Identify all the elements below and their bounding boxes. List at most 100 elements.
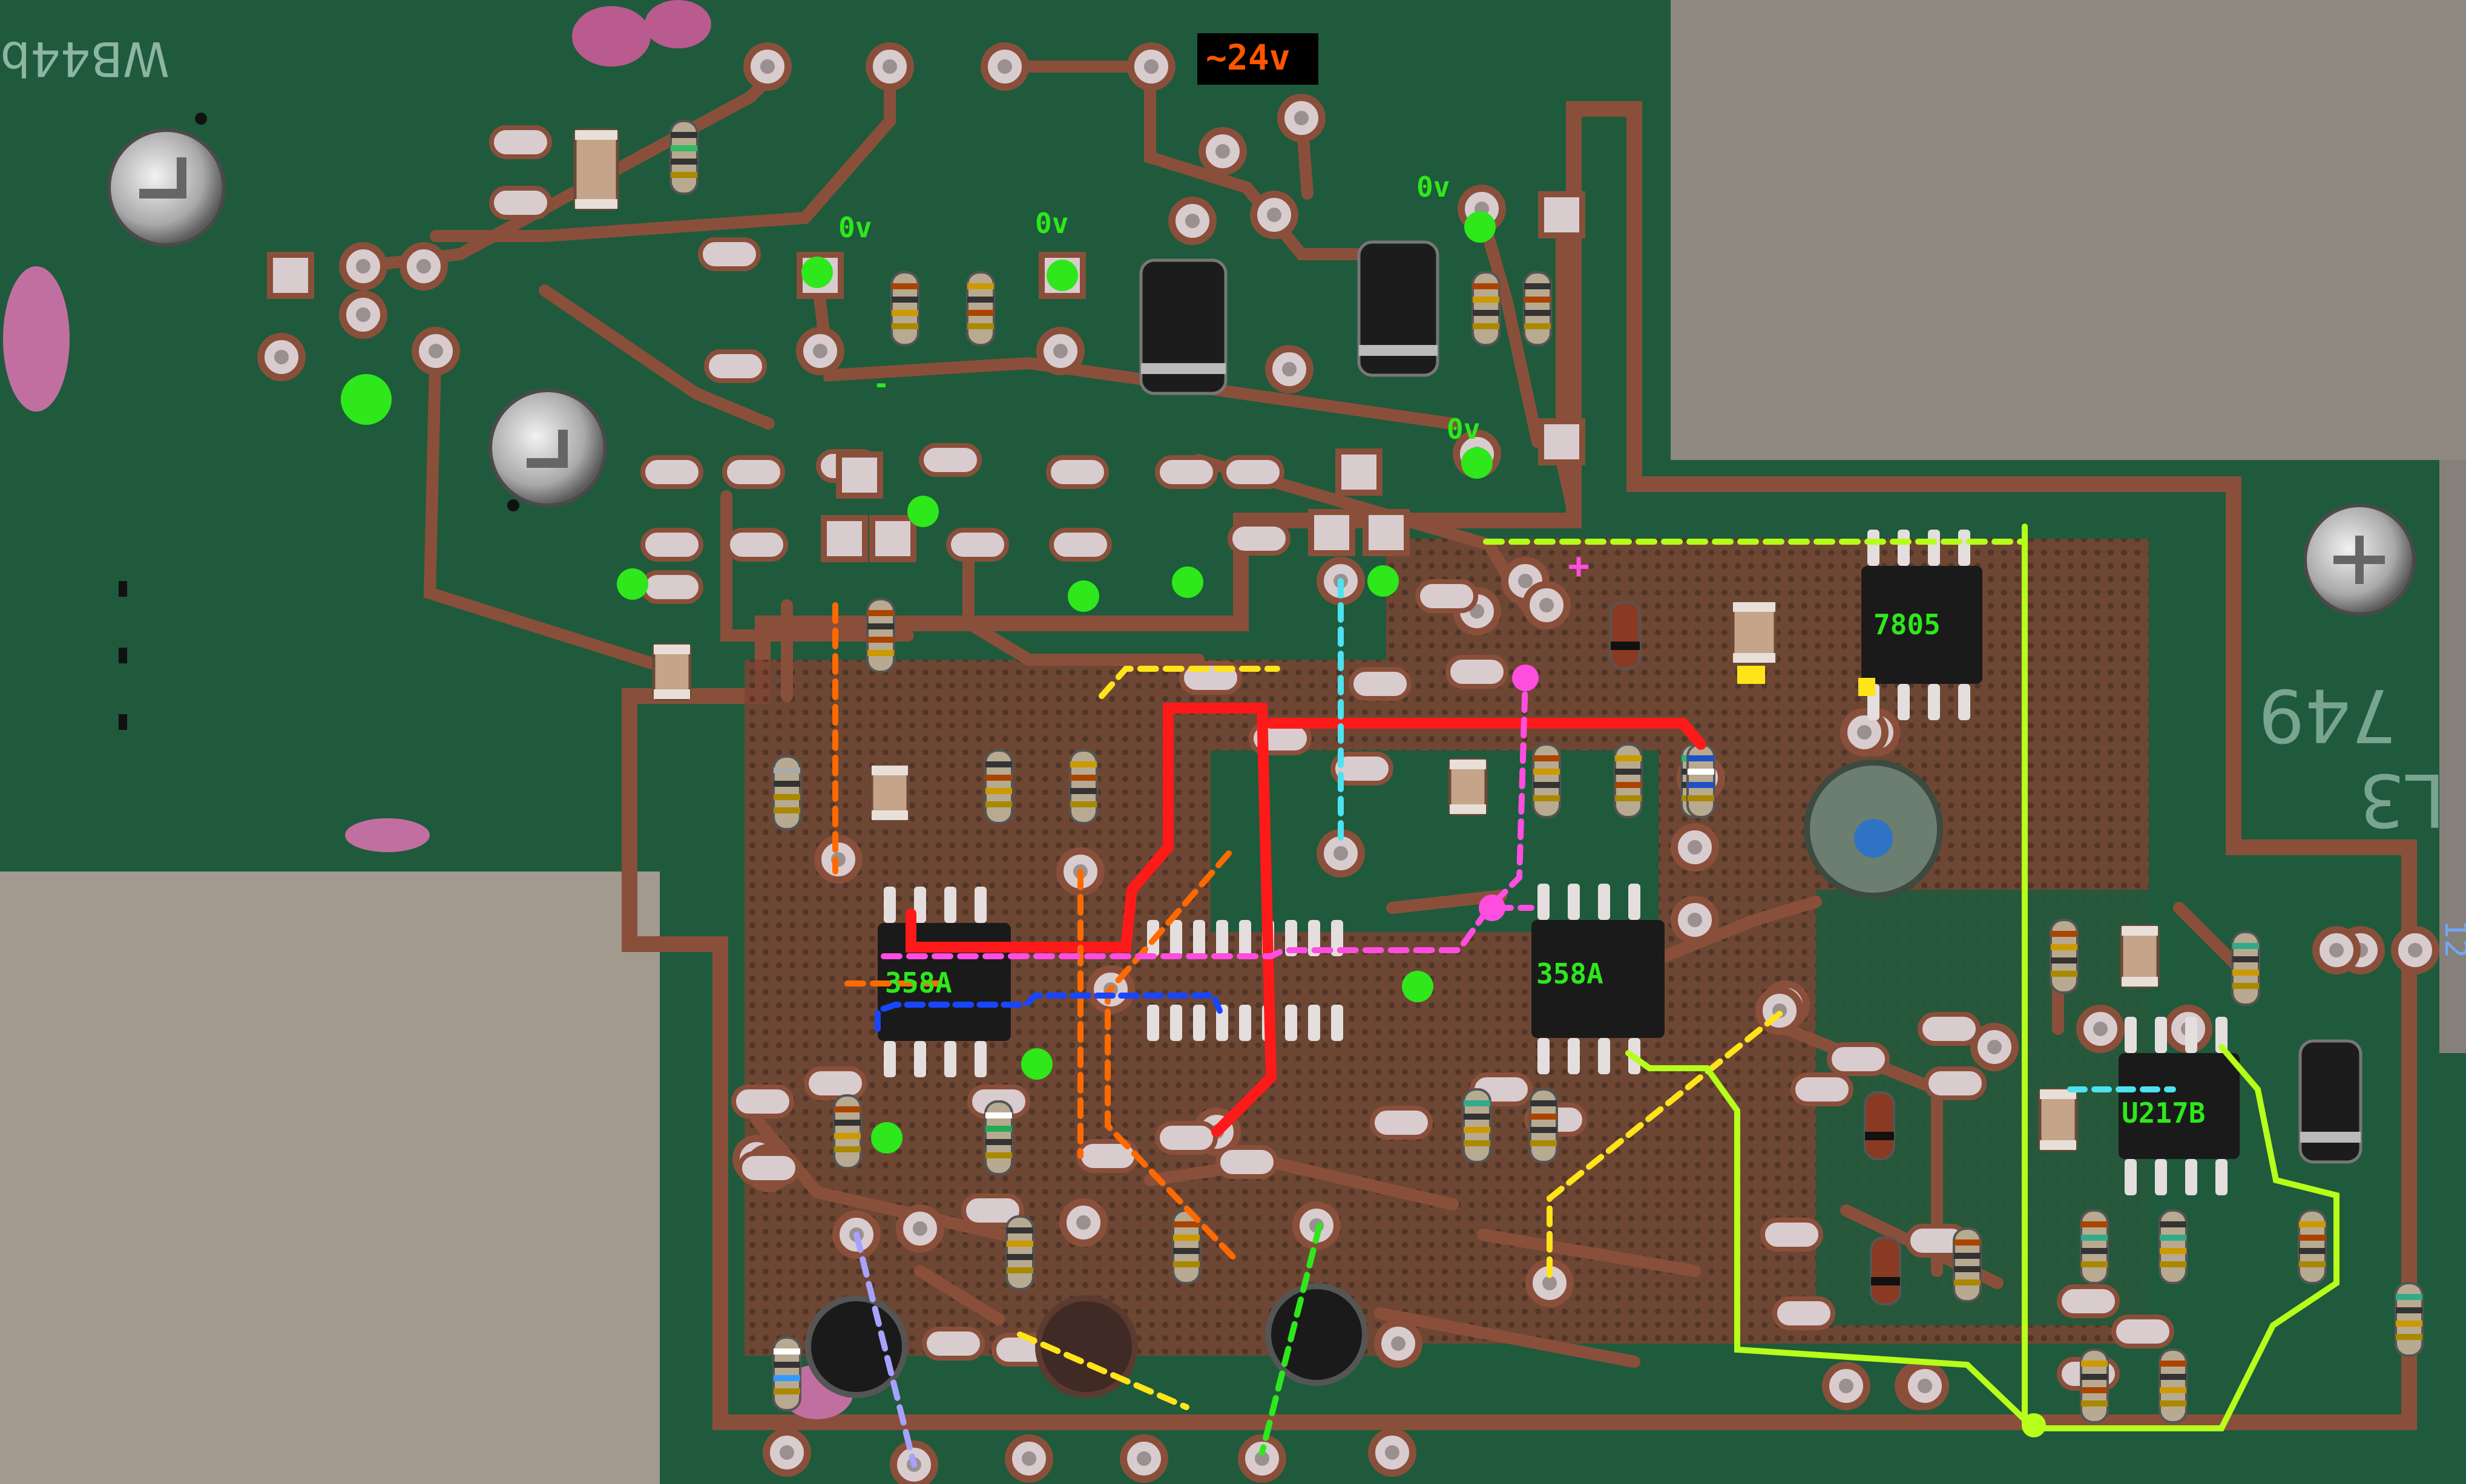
- oval-pad-31: [1155, 1121, 1218, 1155]
- ic-label-358a-mid: 358A: [1536, 957, 1603, 990]
- pins-ic5-pin-4: [1239, 920, 1251, 956]
- resistor-band-15-0: [1173, 1221, 1200, 1227]
- pins-ic5-pin-3: [1216, 1005, 1228, 1041]
- zero-volt-label-b: 0v: [1035, 207, 1068, 240]
- pad-hole-52: [1542, 1276, 1557, 1290]
- resistor-band-17-1: [1530, 1114, 1557, 1120]
- square-pad-3: [836, 451, 883, 499]
- diode-band-0: [1141, 363, 1226, 374]
- resistor-band-23-3: [2299, 1261, 2326, 1267]
- resistor-band-22-3: [2160, 1261, 2186, 1267]
- copper-trace-24: [914, 1265, 1005, 1325]
- ground-marker-5: [907, 496, 939, 527]
- pins-ic1-pin-1: [914, 1041, 926, 1077]
- pins-ic1-pin-0: [884, 887, 896, 923]
- ground-marker-4: [341, 374, 392, 425]
- oval-pad-5: [722, 455, 785, 489]
- resistor-band-3-1: [1473, 297, 1499, 303]
- oval-pad-8: [640, 570, 703, 604]
- resistor-band-2-3: [967, 323, 994, 329]
- resistor-band-blue2-0: [1688, 755, 1714, 761]
- capacitor-cap2-3: [1450, 804, 1486, 814]
- pins-ic3-pin-1: [1898, 530, 1910, 566]
- resistor-band-24-2: [2081, 1387, 2108, 1393]
- glass-diode-band-2: [1871, 1277, 1900, 1285]
- resistor-band-0-2: [671, 159, 697, 165]
- ground-marker-12: [871, 1122, 903, 1154]
- pink-mark-4: [345, 818, 430, 852]
- screw-top-left: [107, 128, 226, 247]
- resistor-band-blue-0: [985, 1112, 1012, 1118]
- capacitor-cap-6: [2040, 1089, 2076, 1099]
- pins-ic5-pin-2: [1193, 1005, 1205, 1041]
- copper-trace-19: [2173, 902, 2246, 974]
- oval-pad-2: [698, 237, 761, 271]
- pins-ic3-pin-2: [1928, 684, 1940, 720]
- resistor-band-17-3: [1530, 1140, 1557, 1146]
- yellow-marker-a: [1737, 666, 1765, 684]
- resistor-band-19-1: [2051, 944, 2077, 950]
- pins-ic2-pin-0: [1537, 884, 1550, 920]
- resistor-band-27-3: [774, 1388, 800, 1394]
- resistor-band-9-3: [1533, 795, 1560, 801]
- resistor-band-27-0: [774, 1348, 800, 1354]
- square-pad-5: [869, 515, 916, 562]
- pad-hole-6: [1267, 208, 1281, 222]
- resistor-band-21-2: [2081, 1248, 2108, 1254]
- magenta-junction-a: [1512, 665, 1539, 691]
- resistor-band-1-3: [892, 323, 918, 329]
- oval-pad-6: [640, 528, 703, 562]
- oval-pad-18: [1445, 655, 1508, 689]
- oval-pad-35: [922, 1327, 985, 1361]
- pad-hole-38: [1022, 1451, 1036, 1466]
- red-trace-upper: [1266, 718, 1706, 750]
- resistor-band-26-3: [2396, 1334, 2422, 1340]
- resistor-band-17-0: [1530, 1100, 1557, 1106]
- oval-pad-4: [640, 455, 703, 489]
- pins-ic4-pin-2: [2185, 1159, 2197, 1195]
- square-pad-4: [821, 515, 868, 562]
- oval-pad-7: [725, 528, 788, 562]
- oval-pad-11: [1155, 455, 1218, 489]
- pad-hole-42: [1839, 1379, 1853, 1393]
- resistor-band-16-3: [1464, 1140, 1490, 1146]
- resistor-band-4-0: [1524, 283, 1551, 289]
- mounting-hole: [1804, 760, 1943, 899]
- pins-ic2-pin-1: [1568, 1038, 1580, 1074]
- resistor-band-25-1: [2160, 1374, 2186, 1380]
- pad-hole-48: [1688, 913, 1702, 927]
- oval-pad-19: [1349, 667, 1412, 701]
- resistor-band-14-1: [1007, 1241, 1033, 1247]
- resistor-band-12-3: [834, 1146, 861, 1152]
- background-right: [1671, 0, 2466, 460]
- resistor-band-9-2: [1533, 782, 1560, 788]
- silkscreen-top: WB44b-LS: [0, 31, 169, 85]
- pad-hole-12: [1518, 574, 1533, 588]
- pad-hole-0: [760, 59, 775, 74]
- resistor-band-17-2: [1530, 1127, 1557, 1133]
- resistor-band-14-0: [1007, 1227, 1033, 1233]
- copper-trace-11: [1477, 212, 1544, 448]
- oval-pad-12: [1221, 455, 1284, 489]
- capacitor-cap2-1: [654, 689, 690, 699]
- square-pad-7: [1308, 509, 1355, 556]
- resistor-band-10-1: [1615, 769, 1642, 775]
- resistor-band-blue-2: [985, 1139, 1012, 1145]
- resistor-band-22-2: [2160, 1248, 2186, 1254]
- pad-hole-18: [429, 344, 443, 358]
- glass-diode-band-0: [1611, 642, 1640, 650]
- zero-volt-label-d: 0v: [1447, 413, 1480, 445]
- pins-ic5-pin-8: [1331, 1005, 1343, 1041]
- screw-right: [2303, 504, 2416, 616]
- oval-pad-10: [1046, 455, 1109, 489]
- capacitor-cap2-6: [2040, 1140, 2076, 1150]
- pad-hole-5: [1215, 144, 1230, 159]
- resistor-band-blue-3: [985, 1152, 1012, 1158]
- resistor-band-26-1: [2396, 1307, 2422, 1313]
- board-mark-4: [119, 648, 127, 663]
- ic-u217b: [2119, 1017, 2240, 1195]
- yellow-trace-bottom: [1017, 1331, 1189, 1410]
- blue-trace: [875, 993, 1223, 1032]
- pad-hole-46: [2329, 943, 2344, 957]
- supply-label-box: [1197, 33, 1318, 85]
